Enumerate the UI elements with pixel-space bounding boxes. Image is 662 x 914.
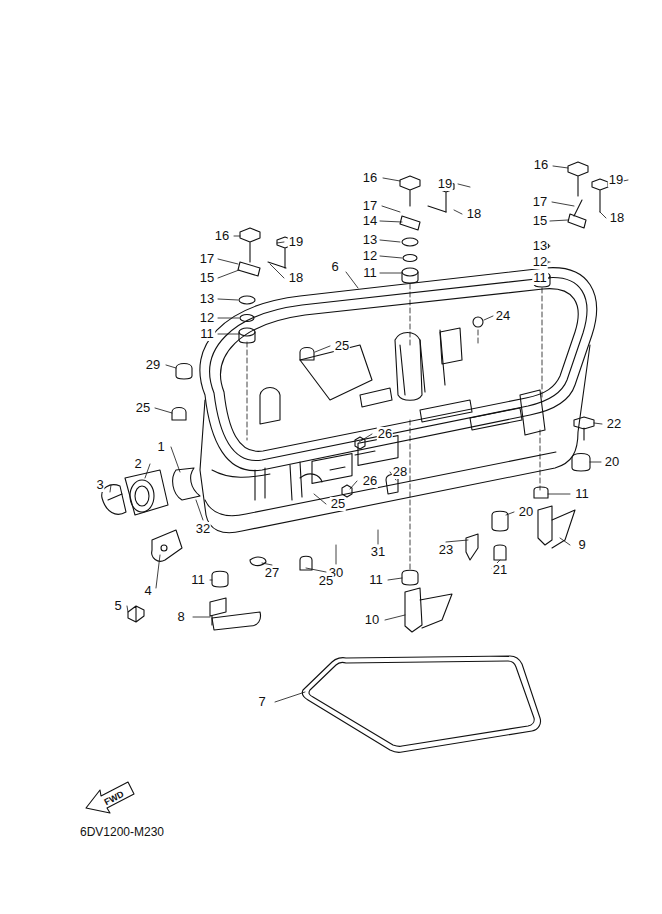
- callout-number: 25: [318, 574, 334, 588]
- callout-number: 32: [195, 522, 211, 536]
- callout-number: 16: [362, 171, 378, 185]
- callout-number: 14: [362, 214, 378, 228]
- callout-number: 2: [133, 457, 142, 471]
- callout-number: 13: [362, 233, 378, 247]
- callout-number: 27: [264, 566, 280, 580]
- figure-code: 6DV1200-M230: [79, 825, 165, 839]
- callout-number: 6: [330, 260, 339, 274]
- callout-number: 16: [533, 158, 549, 172]
- callout-number: 8: [176, 610, 185, 624]
- callout-number: 22: [606, 417, 622, 431]
- callout-number: 18: [609, 211, 625, 225]
- callout-number: 12: [532, 255, 548, 269]
- callout-number: 29: [145, 358, 161, 372]
- callout-number: 1: [156, 440, 165, 454]
- callout-number: 11: [362, 266, 378, 280]
- callout-number: 23: [438, 543, 454, 557]
- callout-number: 11: [574, 487, 590, 501]
- callout-number: 15: [532, 214, 548, 228]
- callout-number: 13: [532, 239, 548, 253]
- callout-number: 12: [362, 249, 378, 263]
- callout-number: 11: [199, 327, 215, 341]
- callout-number: 20: [604, 455, 620, 469]
- callout-number: 25: [135, 401, 151, 415]
- callout-number: 19: [608, 173, 624, 187]
- callout-number: 17: [362, 199, 378, 213]
- callout-number: 5: [113, 599, 122, 613]
- callout-number: 10: [364, 613, 380, 627]
- callout-number: 19: [437, 177, 453, 191]
- callout-number: 25: [334, 339, 350, 353]
- callout-number: 9: [577, 538, 586, 552]
- callout-number: 19: [288, 235, 304, 249]
- callout-number: 11: [368, 573, 384, 587]
- callout-number: 25: [330, 497, 346, 511]
- callout-number: 17: [199, 252, 215, 266]
- callout-number: 26: [362, 474, 378, 488]
- callout-number: 16: [214, 229, 230, 243]
- callout-number: 26: [377, 427, 393, 441]
- callout-number: 18: [288, 271, 304, 285]
- callout-number: 15: [199, 271, 215, 285]
- callout-number: 18: [466, 207, 482, 221]
- callout-number: 4: [143, 584, 152, 598]
- callout-number: 7: [257, 695, 266, 709]
- callout-number: 28: [392, 465, 408, 479]
- callout-number: 24: [495, 309, 511, 323]
- callout-number: 11: [190, 573, 206, 587]
- callout-number: 17: [532, 195, 548, 209]
- direction-label: FWD: [101, 787, 127, 810]
- callout-number: 12: [199, 311, 215, 325]
- callout-number: 3: [95, 478, 104, 492]
- callout-number: 20: [518, 505, 534, 519]
- callout-number: 13: [199, 292, 215, 306]
- callout-number: 11: [532, 271, 548, 285]
- callout-number: 31: [370, 545, 386, 559]
- callout-number: 21: [492, 563, 508, 577]
